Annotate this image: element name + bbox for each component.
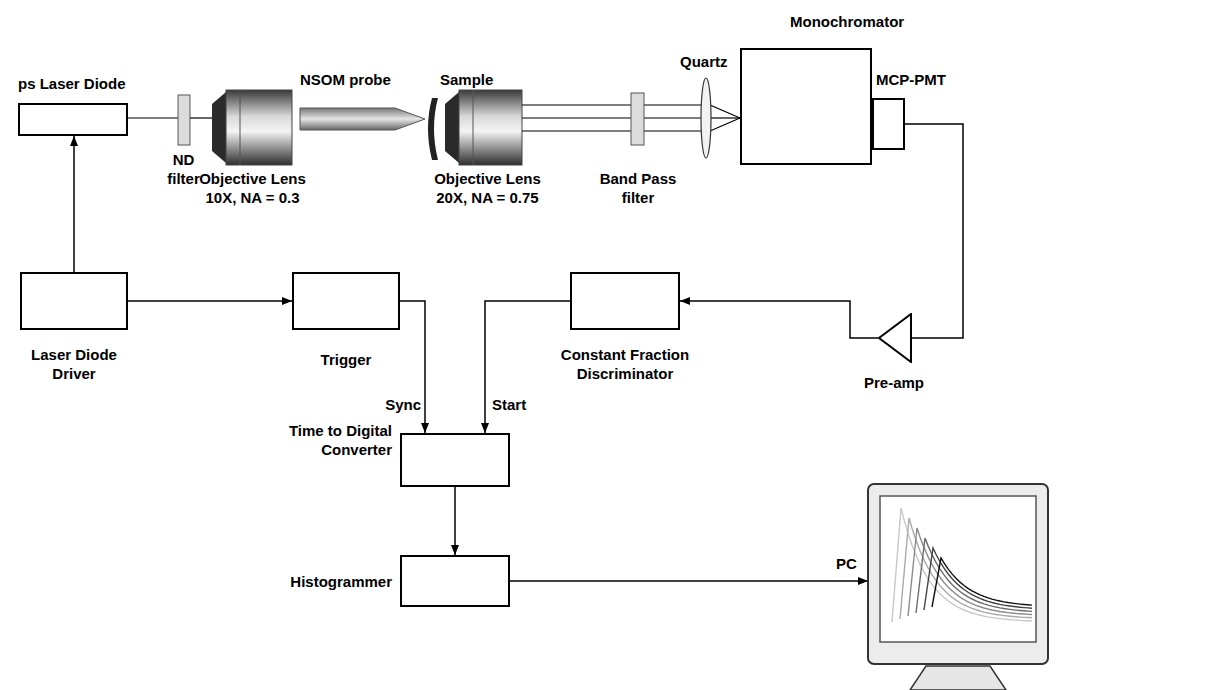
- objective-front: [212, 92, 226, 163]
- tdc-box: Time to Digital Converter: [400, 433, 510, 487]
- decay-curve: [892, 508, 1032, 622]
- nsom-probe: [300, 108, 425, 130]
- signal-connector: [905, 124, 963, 338]
- objective-band: [473, 90, 474, 165]
- node-label: Pre-amp: [864, 373, 924, 392]
- signal-label: Start: [491, 395, 527, 414]
- node-label: ps Laser Diode: [18, 74, 126, 93]
- preamp-triangle: [879, 314, 911, 362]
- component-label: Band Pass filter: [593, 169, 683, 207]
- monitor-stand: [910, 666, 1006, 690]
- pc-monitor: PC: [866, 482, 1050, 690]
- band-pass-filter: [631, 93, 644, 145]
- node-label: Constant Fraction Discriminator: [540, 345, 710, 383]
- monochromator-box: Monochromator: [740, 48, 872, 165]
- component-label: Quartz: [680, 52, 728, 71]
- signal-connector: [454, 487, 456, 555]
- signal-connector: [128, 300, 292, 302]
- node-label: Time to Digital Converter: [272, 421, 392, 459]
- trigger-box: Trigger: [292, 272, 400, 330]
- decay-curve: [932, 558, 1032, 607]
- preamp-outline: [878, 313, 912, 363]
- laser-beam: [190, 117, 212, 118]
- decay-curve: [916, 538, 1032, 613]
- objective-lens: [226, 90, 292, 165]
- histogrammer-box: Histogrammer: [400, 555, 510, 607]
- mcp-pmt-box: MCP-PMT: [872, 98, 905, 150]
- objective-lens: [459, 90, 522, 165]
- decay-curve: [908, 528, 1032, 616]
- component-label: Objective Lens 10X, NA = 0.3: [190, 169, 315, 207]
- node-label: MCP-PMT: [876, 70, 946, 89]
- node-label: Monochromator: [790, 12, 904, 31]
- decay-curve: [924, 548, 1032, 610]
- node-label: Trigger: [292, 350, 400, 369]
- signal-connector: [485, 301, 570, 433]
- quartz-lens: [701, 78, 711, 158]
- component-label: NSOM probe: [300, 70, 391, 89]
- signal-label: Sync: [378, 395, 422, 414]
- monitor-bezel: [868, 484, 1048, 664]
- objective-band: [240, 90, 241, 165]
- objective-front: [445, 92, 459, 163]
- signal-connector: [73, 136, 75, 272]
- component-label: Objective Lens 20X, NA = 0.75: [425, 169, 550, 207]
- monitor-illustration: [866, 482, 1050, 690]
- node-label: Histogrammer: [270, 572, 392, 591]
- laser-beam: [128, 117, 178, 118]
- decay-curve: [900, 518, 1032, 619]
- node-label: PC: [836, 554, 857, 573]
- monitor-screen: [880, 496, 1036, 642]
- discriminator-box: Constant Fraction Discriminator: [570, 272, 680, 330]
- sample: [428, 98, 438, 160]
- node-label: Laser Diode Driver: [14, 345, 134, 383]
- signal-connector: [680, 301, 878, 338]
- preamp-triangle: Pre-amp: [878, 313, 912, 363]
- laser-diode-box: ps Laser Diode: [18, 103, 128, 136]
- component-label: Sample: [440, 70, 493, 89]
- nd-filter: [178, 95, 190, 145]
- signal-connector: [510, 580, 868, 582]
- driver-box: Laser Diode Driver: [20, 272, 128, 330]
